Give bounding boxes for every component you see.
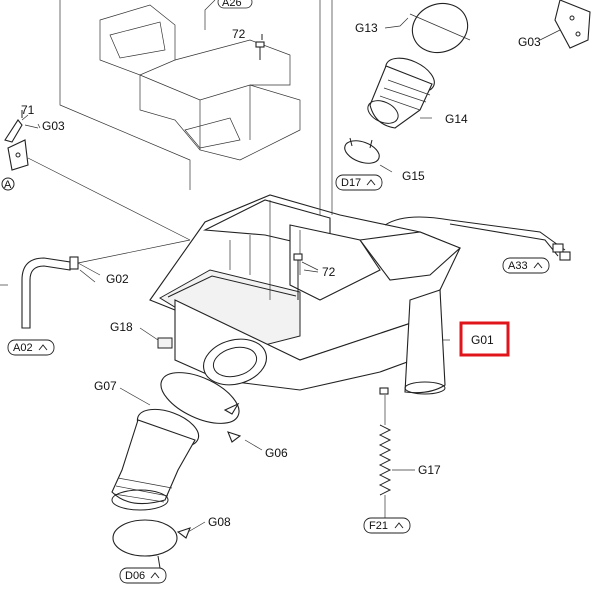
svg-text:F21: F21 — [369, 520, 388, 532]
gasket-g08 — [112, 519, 191, 569]
duct-g07 — [111, 408, 200, 511]
label-g15: G15 — [402, 169, 425, 183]
bracket-g03-left — [1, 110, 191, 241]
svg-text:A33: A33 — [508, 260, 528, 272]
label-g02: G02 — [106, 272, 129, 286]
hose-g02 — [0, 239, 191, 329]
label-a33: A33 — [502, 257, 550, 274]
housing-g01 — [149, 150, 571, 395]
label-g03-left: G03 — [42, 119, 65, 133]
label-g01-highlighted: G01 — [459, 321, 510, 357]
label-g06: G06 — [265, 446, 288, 460]
bracket-g03-right — [554, 0, 591, 49]
leader-lines — [21, 17, 561, 533]
label-d06: D06 — [119, 567, 167, 584]
screw-72-mid — [293, 253, 319, 300]
svg-text:G01: G01 — [471, 333, 494, 347]
duct-g14 — [367, 57, 435, 129]
label-g03-right: G03 — [518, 35, 541, 49]
label-g08: G08 — [208, 515, 231, 529]
label-d17: D17 — [335, 174, 383, 191]
label-g18: G18 — [110, 320, 133, 334]
screw-72-top — [255, 34, 265, 60]
label-a02: A02 — [7, 339, 55, 356]
label-72-mid: 72 — [322, 265, 336, 279]
cover-g13 — [409, 2, 471, 54]
label-a26: A26 — [217, 0, 253, 9]
svg-text:A02: A02 — [13, 342, 33, 354]
svg-text:D06: D06 — [125, 570, 145, 582]
label-72-top: 72 — [232, 27, 246, 41]
label-g07: G07 — [94, 379, 117, 393]
gasket-g15 — [344, 137, 380, 164]
svg-text:D17: D17 — [341, 177, 361, 189]
spring-g17 — [378, 395, 392, 518]
label-circle-a: A — [4, 179, 12, 191]
label-g13: G13 — [355, 21, 378, 35]
gasket-g06 — [160, 372, 242, 443]
label-g14: G14 — [445, 112, 468, 126]
svg-text:A26: A26 — [222, 0, 242, 9]
label-71: 71 — [21, 103, 35, 117]
frame-assembly-a26 — [59, 0, 333, 190]
label-g17: G17 — [418, 463, 441, 477]
label-f21: F21 — [363, 517, 411, 534]
